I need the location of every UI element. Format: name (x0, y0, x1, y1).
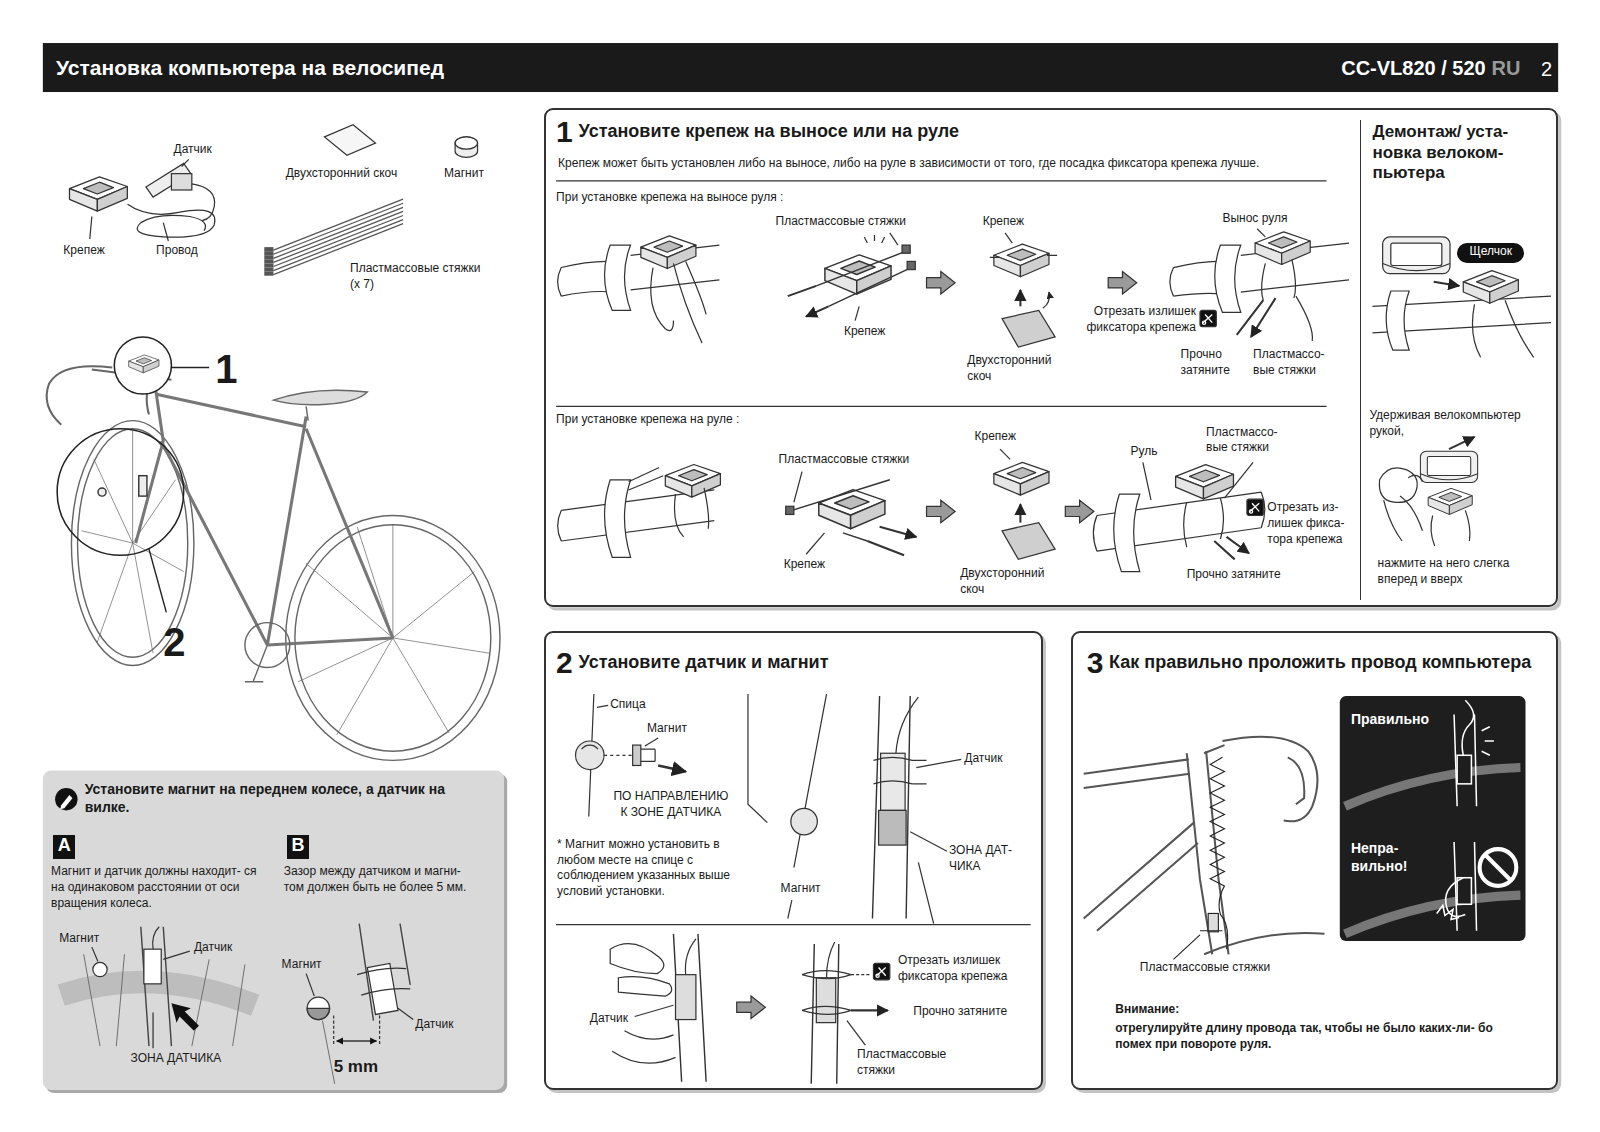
sub-panel: Демонтаж/ уста- новка велоком- пьютераЩе… (1360, 120, 1555, 600)
part-label: Магнит (59, 931, 99, 947)
tip-panel: Установите магнит на переднем колесе, а … (43, 770, 504, 1089)
letter-label: B (287, 835, 309, 857)
part-label: Двухсторонний скоч (967, 353, 1061, 385)
part-label: Магнит (781, 881, 821, 897)
example-panel: ПравильноНепра- вильно! (1342, 698, 1528, 943)
part-label: Отрезать из- лишек фикса- тора крепежа (1267, 500, 1349, 547)
part-label: Датчик (194, 940, 232, 956)
part-label: Прочно затяните (913, 1004, 1007, 1020)
tip-heading: Установите магнит на переднем колесе, а … (85, 780, 488, 817)
part-label: Пластмассовые стяжки (1140, 960, 1271, 976)
page-title: Установка компьютера на велосипед (56, 55, 444, 80)
click-badge: Щелчок (1457, 243, 1524, 263)
letter-label: A (53, 835, 75, 857)
example-label: Правильно (1351, 710, 1429, 728)
dimension-label: 5 mm (334, 1057, 378, 1077)
badge-text: Щелчок (1457, 244, 1524, 260)
part-label: Пластмассовые стяжки (857, 1047, 951, 1079)
page-number: 2 (1541, 56, 1552, 82)
part-label: Магнит (282, 957, 322, 973)
callout-number: 2 (163, 618, 185, 666)
section-caption: При установке крепежа на выносе руля : (556, 190, 783, 206)
part-label: Отрезать излишек фиксатора крепежа (898, 953, 1018, 985)
part-label: Магнит (444, 166, 484, 182)
panel-heading: Демонтаж/ уста- новка велоком- пьютера (1372, 122, 1540, 183)
step-number: 1 (556, 114, 573, 150)
part-label: Датчик (590, 1011, 628, 1027)
part-label: Двухсторонний скоч (286, 166, 398, 182)
part-label: Прочно затяните (1181, 347, 1244, 379)
panel-text: Крепеж может быть установлен либо на вын… (558, 156, 1259, 172)
step-number: 3 (1087, 645, 1104, 681)
example-label: Непра- вильно! (1351, 839, 1414, 876)
panel-heading: Установите крепеж на выносе или на руле (579, 121, 959, 143)
part-label: Крепеж (784, 557, 825, 573)
part-label: Пластмассо- вые стяжки (1253, 347, 1335, 379)
part-label: Крепеж (983, 214, 1024, 230)
bicycle (47, 337, 500, 760)
part-label: Пластмассовые стяжки (776, 214, 907, 230)
part-label: Магнит (647, 721, 687, 737)
panel-heading: Как правильно проложить провод компьютер… (1109, 652, 1531, 674)
part-label: Отрезать излишек фиксатора крепежа (1080, 304, 1196, 336)
part-label: Крепеж (63, 243, 104, 259)
panel-heading: Установите датчик и магнит (579, 652, 829, 674)
part-label: Датчик (415, 1017, 453, 1033)
letter-box: A (53, 835, 75, 860)
part-label: Руль (1131, 444, 1158, 460)
section-caption: При установке крепежа на руле : (556, 412, 739, 428)
instruction-text: нажмите на него слегка вперед и вверх (1378, 556, 1541, 588)
part-label: Крепеж (975, 429, 1016, 445)
part-label: Вынос руля (1222, 211, 1287, 227)
direction-note: ПО НАПРАВЛЕНИЮ К ЗОНЕ ДАТЧИКА (611, 789, 730, 821)
warning-text: отрегулируйте длину провода так, чтобы н… (1115, 1021, 1511, 1053)
part-label: Провод (156, 243, 198, 259)
note-text: * Магнит можно установить в любом месте … (557, 837, 741, 900)
language-code: RU (1492, 56, 1521, 80)
part-label: Пластмассовые стяжки (779, 452, 910, 468)
warning-heading: Внимание: (1115, 1002, 1179, 1018)
model-code: CC-VL820 / 520 (1341, 56, 1486, 80)
part-label: Пластмассо- вые стяжки (1206, 425, 1288, 457)
part-label: Спица (610, 697, 645, 713)
letter-box: B (287, 835, 309, 860)
callout-number: 1 (215, 345, 237, 393)
note-text: Магнит и датчик должны находит- ся на од… (51, 864, 260, 911)
part-label: Крепеж (844, 324, 885, 340)
part-label: Датчик (174, 142, 212, 158)
part-label: Пластмассовые стяжки (x 7) (350, 261, 485, 293)
part-label: Двухсторонний скоч (960, 566, 1054, 598)
part-label: ЗОНА ДАТ- ЧИКА (949, 843, 1020, 875)
part-label: Прочно затяните (1187, 567, 1281, 583)
part-label: Датчик (964, 751, 1002, 767)
step-panel: 3Как правильно проложить провод компьюте… (1071, 631, 1558, 1090)
note-text: Зазор между датчиком и магни- том должен… (284, 864, 479, 896)
step-number: 2 (556, 645, 573, 681)
part-label: ЗОНА ДАТЧИКА (131, 1051, 222, 1067)
instruction-text: Удерживая велокомпьютер рукой, (1369, 408, 1548, 440)
